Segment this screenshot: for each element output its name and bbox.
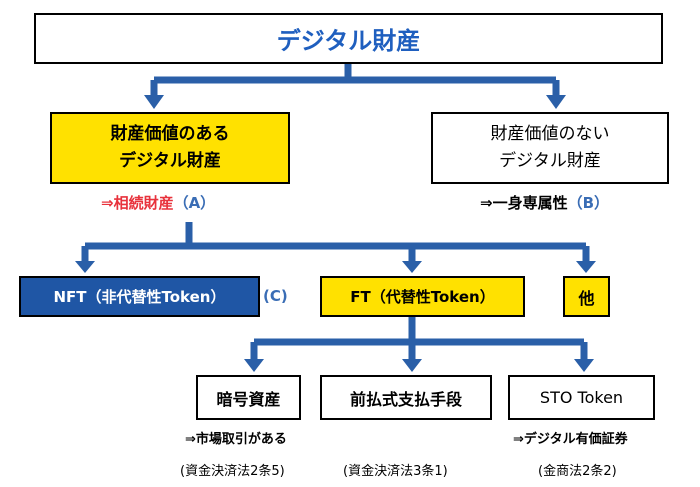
non-valuable-line2: デジタル財産 (499, 151, 601, 171)
non-valuable-assets-node: 財産価値のない デジタル財産 (431, 112, 669, 184)
law-ref-2-text: (資金決済法3条1) (343, 464, 448, 479)
law-ref-1-text: (資金決済法2条5) (180, 464, 285, 479)
prepaid-payment-label: 前払式支払手段 (349, 389, 462, 409)
inheritance-note: ⇒相続財産（A） (101, 192, 215, 213)
ft-node: FT（代替性Token） (320, 276, 525, 317)
market-trade-text: ⇒市場取引がある (185, 432, 287, 447)
nft-node: NFT（非代替性Token） (19, 276, 260, 317)
arrow-down-icon (144, 95, 164, 109)
law-ref-1: (資金決済法2条5) (180, 460, 285, 479)
market-trade-note: ⇒市場取引がある (185, 428, 287, 447)
root-node: デジタル財産 (34, 13, 663, 64)
valuable-assets-line2: デジタル財産 (119, 151, 221, 171)
other-label: 他 (578, 288, 595, 308)
inheritance-text: ⇒相続財産 (101, 194, 174, 212)
arrow-down-icon (546, 95, 566, 109)
prepaid-payment-node: 前払式支払手段 (320, 375, 492, 420)
valuable-assets-node: 財産価値のある デジタル財産 (50, 112, 290, 184)
ft-label: FT（代替性Token） (350, 288, 495, 306)
arrow-down-icon (75, 261, 95, 273)
non-valuable-line1: 財産価値のない (490, 124, 610, 144)
ref-c: (C) (263, 287, 288, 305)
arrow-down-icon (574, 359, 594, 372)
nft-label: NFT（非代替性Token） (53, 288, 226, 306)
personal-right-note: ⇒一身専属性（B） (480, 192, 609, 213)
arrow-down-icon (244, 359, 264, 372)
law-ref-2: (資金決済法3条1) (343, 460, 448, 479)
arrow-down-icon (402, 359, 422, 372)
crypto-asset-label: 暗号資産 (216, 389, 281, 409)
digital-securities-note: ⇒デジタル有価証券 (513, 428, 628, 447)
personal-right-text: ⇒一身専属性 (480, 194, 568, 212)
ref-b: （B） (567, 194, 610, 212)
other-node: 他 (563, 276, 610, 317)
law-ref-3: (金商法2条2) (538, 460, 617, 479)
sto-token-node: STO Token (508, 375, 655, 420)
crypto-asset-node: 暗号資産 (196, 375, 301, 420)
digital-securities-text: ⇒デジタル有価証券 (513, 432, 628, 447)
sto-token-label: STO Token (539, 388, 624, 407)
arrow-down-icon (576, 261, 596, 273)
arrow-down-icon (402, 261, 422, 273)
law-ref-3-text: (金商法2条2) (538, 464, 617, 479)
ref-a: （A） (173, 194, 216, 212)
valuable-assets-line1: 財産価値のある (110, 124, 230, 144)
ref-c-text: (C) (263, 287, 288, 305)
root-label: デジタル財産 (276, 27, 421, 55)
